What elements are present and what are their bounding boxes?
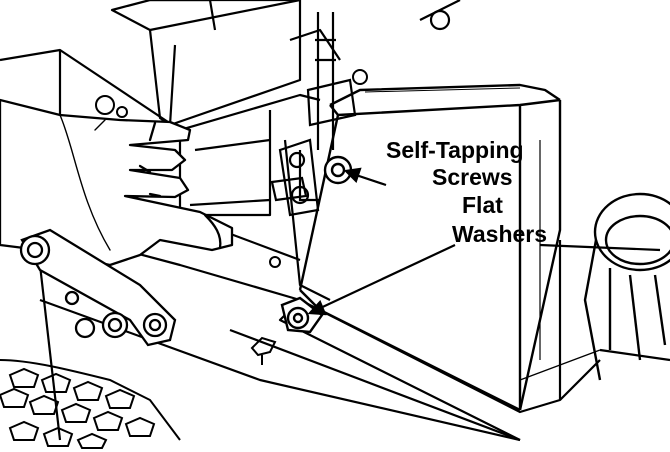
callout-line-1: Self-Tapping	[386, 137, 524, 163]
washers-arrowhead	[307, 299, 327, 316]
callout-line-2: Screws	[432, 164, 513, 190]
upper-housing	[110, 0, 461, 127]
callout-label: Self-Tapping Screws Flat Washers	[386, 137, 547, 247]
lower-screw-washer	[280, 296, 324, 334]
hardware-bolts	[95, 69, 368, 365]
upper-screw-washer	[323, 155, 353, 185]
hand	[0, 98, 234, 267]
callout-line-4: Washers	[452, 221, 547, 247]
discharge-chute	[583, 192, 670, 381]
leader-arrows	[307, 167, 456, 316]
tire-tread	[0, 359, 181, 449]
callout-line-3: Flat	[462, 192, 503, 218]
washers-leader-line	[313, 244, 456, 312]
pivot-arm	[19, 228, 177, 347]
screws-arrowhead	[343, 167, 362, 184]
